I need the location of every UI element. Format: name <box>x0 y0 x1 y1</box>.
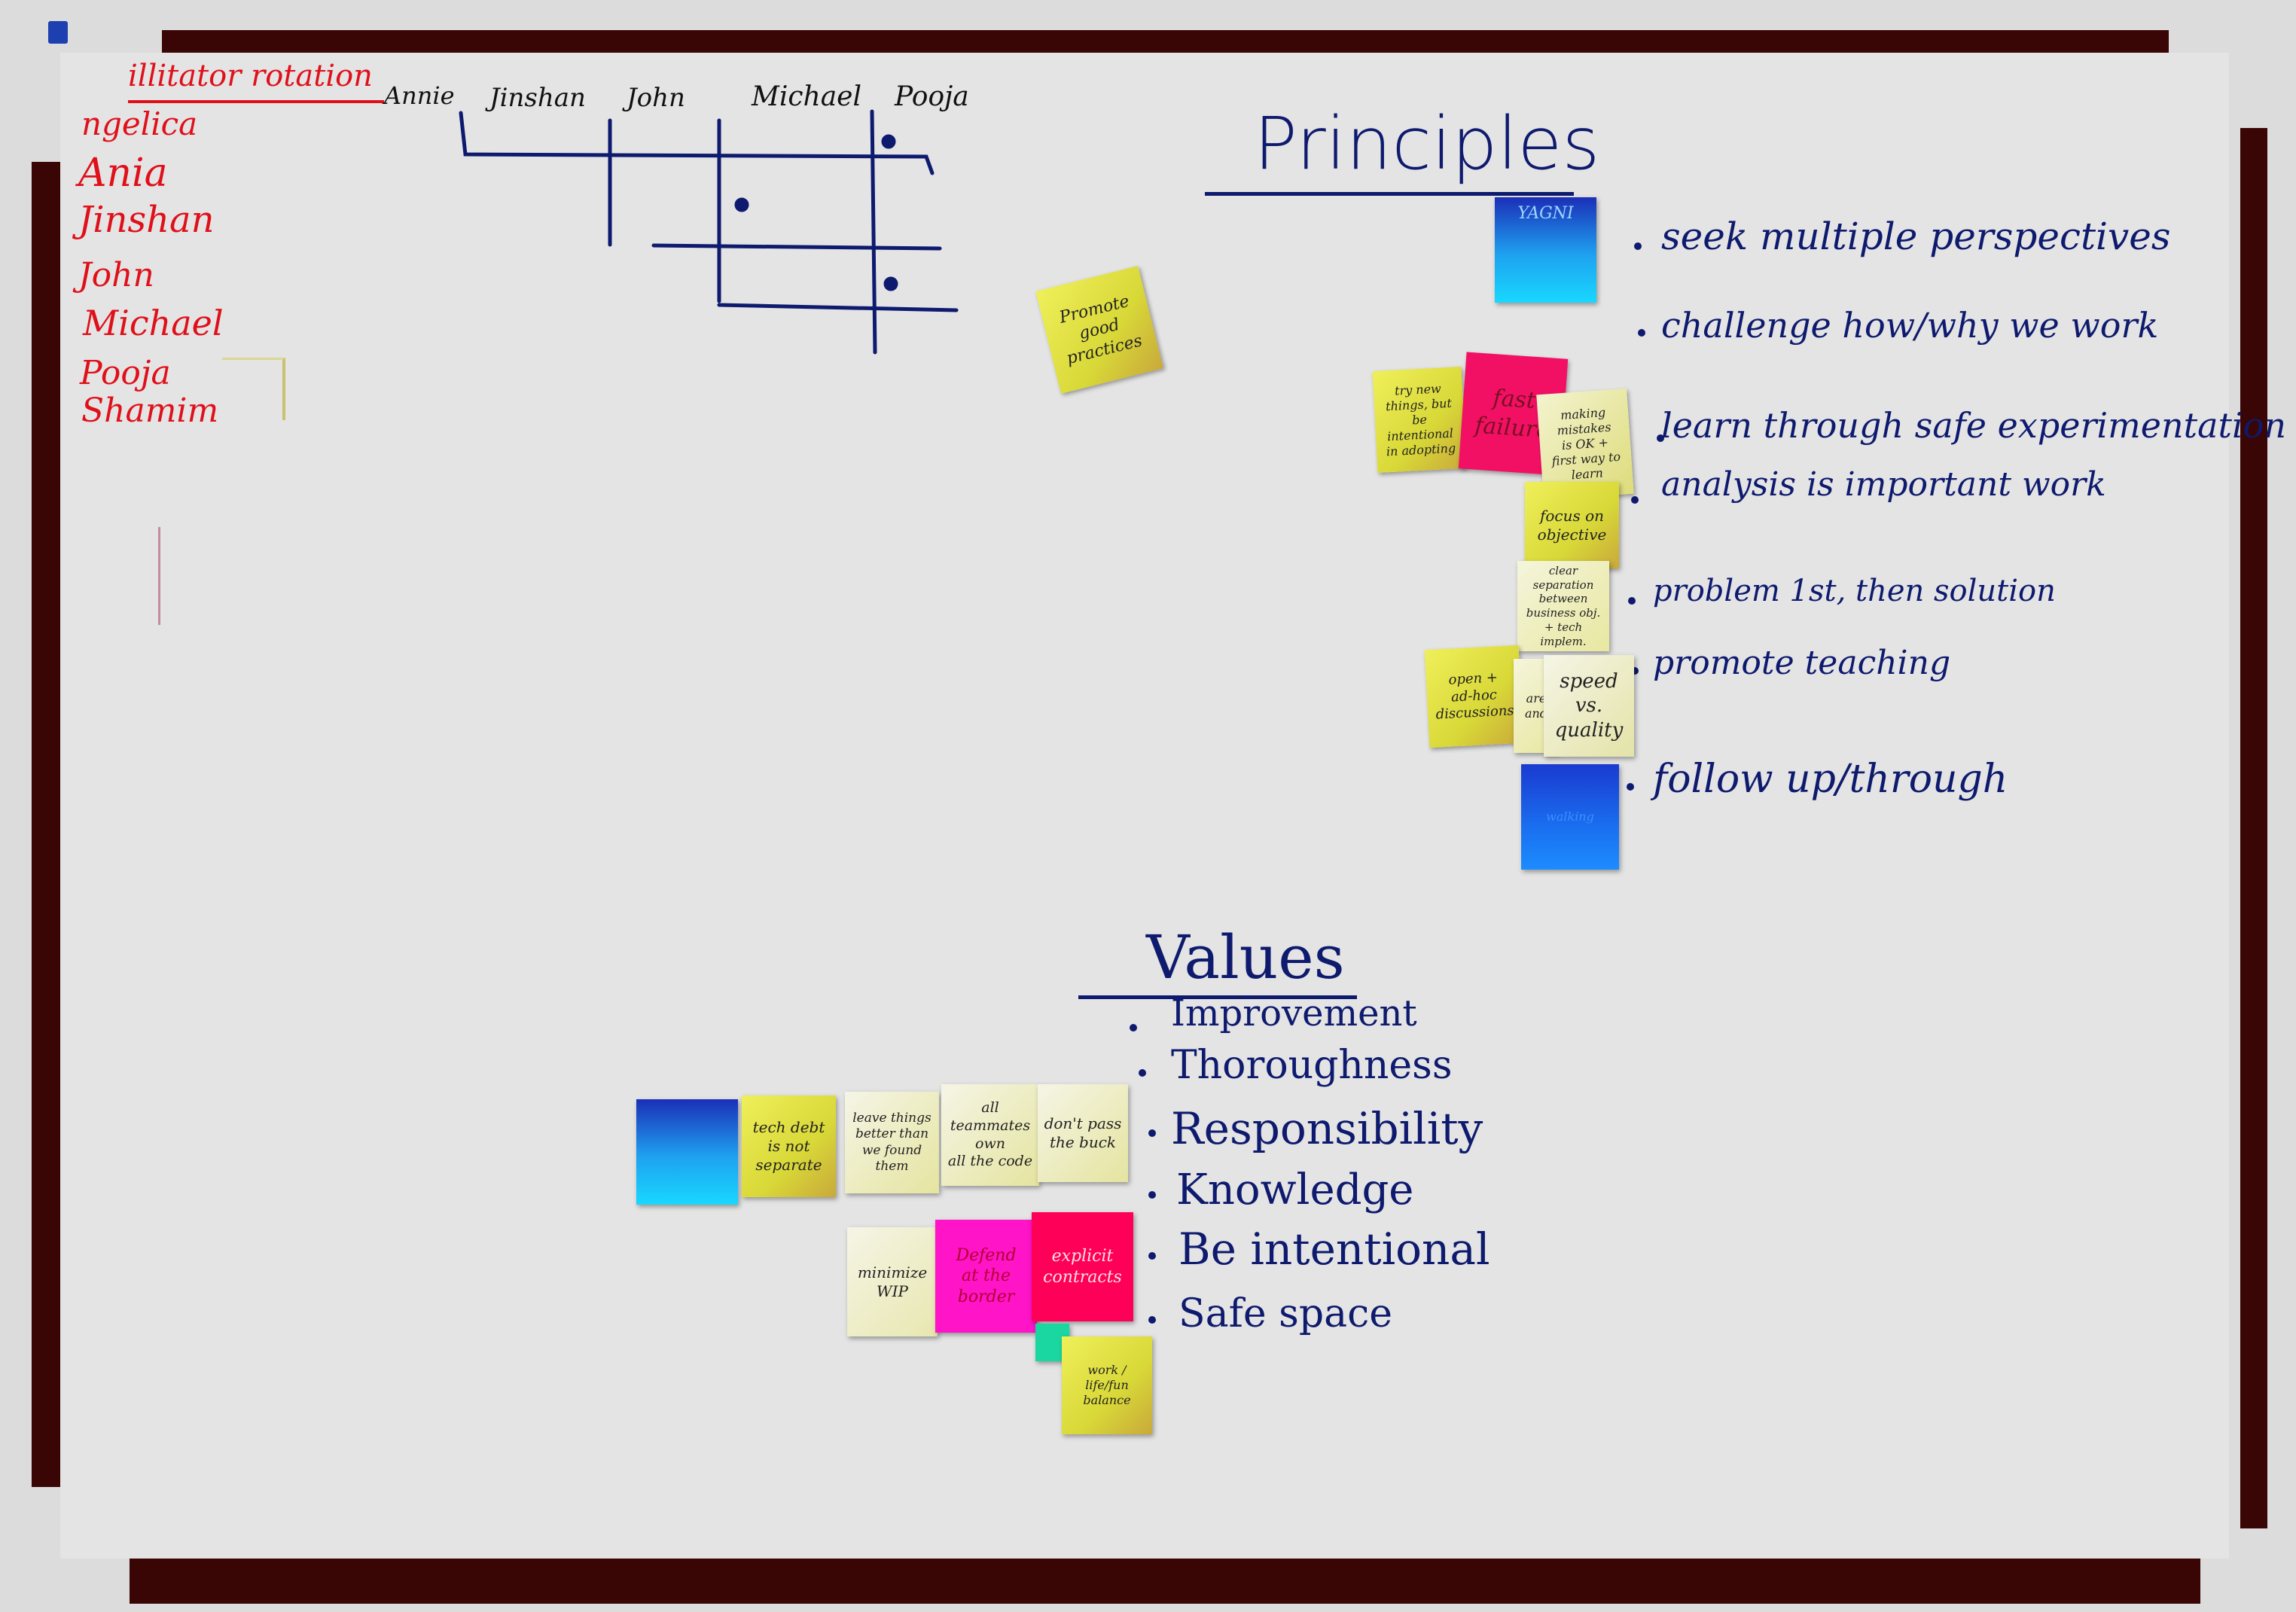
facilitator-title: illitator rotation <box>128 59 373 93</box>
bullet <box>1148 1191 1156 1199</box>
faint-mark <box>222 358 285 420</box>
principle-item: seek multiple perspectives <box>1661 215 2171 258</box>
sticky-note: minimize WIP <box>847 1227 938 1336</box>
grid-column-label: Jinshan <box>489 83 586 113</box>
value-item: Be intentional <box>1178 1223 1490 1275</box>
board-frame-top <box>162 30 2169 56</box>
facilitator-title-underline <box>128 100 384 103</box>
sticky-note: don't pass the buck <box>1038 1084 1128 1182</box>
sticky-note: work / life/fun balance <box>1062 1336 1152 1434</box>
value-item: Improvement <box>1171 992 1417 1035</box>
bullet <box>1634 242 1642 250</box>
sticky-note <box>636 1099 738 1205</box>
bullet <box>1627 783 1634 791</box>
facilitator-name: Pooja <box>80 354 171 392</box>
facilitator-name: Ania <box>78 151 168 196</box>
sticky-note: walking <box>1521 764 1619 870</box>
sticky-note: Defend at the border <box>935 1220 1037 1333</box>
grid-column-label: John <box>627 83 685 113</box>
bullet <box>1139 1069 1146 1077</box>
corner-logo <box>48 21 68 44</box>
facilitator-name: Jinshan <box>78 199 215 241</box>
sticky-note: YAGNI <box>1495 197 1596 303</box>
board-frame-right <box>2240 128 2267 1528</box>
principle-item: promote teaching <box>1653 644 1951 682</box>
bullet <box>1148 1129 1156 1137</box>
bullet <box>1657 434 1664 442</box>
sticky-note: tech debt is not separate <box>742 1095 836 1197</box>
value-item: Thoroughness <box>1171 1043 1453 1088</box>
facilitator-name: ngelica <box>81 105 198 142</box>
bullet <box>1631 496 1639 504</box>
bullet <box>1148 1316 1156 1324</box>
principles-title-underline <box>1205 192 1574 196</box>
sticky-note: clear separation between business obj. +… <box>1517 561 1609 651</box>
value-item: Knowledge <box>1176 1166 1414 1214</box>
grid-column-label: Annie <box>384 81 455 110</box>
board-frame-bottom <box>130 1559 2200 1604</box>
value-item: Responsibility <box>1171 1103 1483 1154</box>
principle-item: follow up/through <box>1653 757 2008 802</box>
bullet <box>1628 597 1636 605</box>
bullet <box>1148 1252 1156 1260</box>
grid-column-label: Michael <box>752 81 862 112</box>
grid-column-label: Pooja <box>895 81 969 112</box>
sticky-note: all teammates own all the code <box>941 1084 1039 1186</box>
value-item: Safe space <box>1178 1291 1393 1336</box>
values-title-underline <box>1078 995 1357 999</box>
bullet <box>1130 1024 1137 1031</box>
faint-mark <box>98 527 160 625</box>
values-title: Values <box>1146 922 1345 992</box>
board-frame-left <box>32 162 62 1487</box>
bullet <box>1631 667 1639 675</box>
principle-item: learn through safe experimentation <box>1661 405 2287 446</box>
sticky-note: try new things, but be intentional in ad… <box>1372 367 1467 473</box>
sticky-note: speed vs. quality <box>1544 655 1634 757</box>
facilitator-name: Shamim <box>81 392 219 430</box>
principle-item: problem 1st, then solution <box>1653 574 2056 608</box>
facilitator-name: Michael <box>83 303 224 343</box>
sticky-note: explicit contracts <box>1032 1212 1133 1321</box>
sticky-note: open + ad-hoc discussions <box>1424 644 1524 748</box>
facilitator-name: John <box>78 256 154 294</box>
sticky-note: leave things better than we found them <box>845 1092 939 1193</box>
sticky-note: focus on objective <box>1525 482 1619 568</box>
principle-item: analysis is important work <box>1661 465 2106 504</box>
bullet <box>1638 329 1645 337</box>
principles-title: Principles <box>1254 102 1600 186</box>
principle-item: challenge how/why we work <box>1661 305 2159 346</box>
